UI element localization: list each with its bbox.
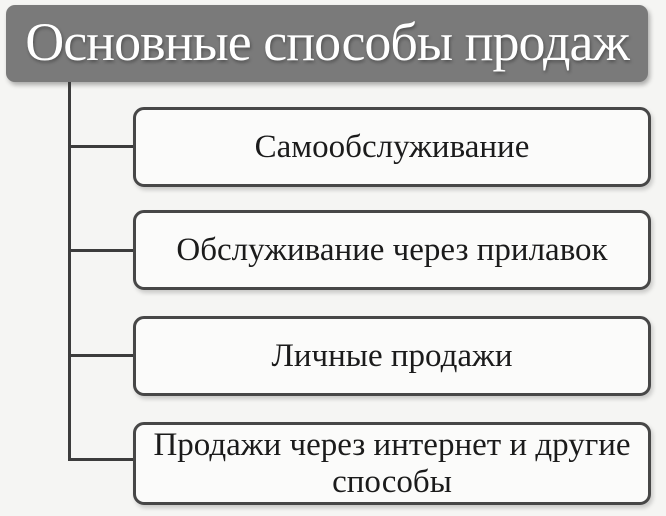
connector-trunk-line (68, 82, 71, 461)
node-internet-sales: Продажи через интернет и другие способы (133, 422, 651, 505)
diagram-title-text: Основные способы продаж (25, 11, 630, 72)
node-self-service-label: Самообслуживание (254, 128, 530, 165)
node-counter-service-label: Обслуживание через прилавок (176, 231, 608, 268)
connector-branch-4 (68, 458, 134, 461)
diagram-title-banner: Основные способы продаж (6, 5, 648, 82)
node-self-service: Самообслуживание (133, 107, 651, 187)
node-internet-sales-label: Продажи через интернет и другие способы (153, 426, 631, 500)
connector-branch-3 (68, 354, 134, 357)
node-counter-service: Обслуживание через прилавок (133, 210, 651, 290)
node-personal-sales: Личные продажи (133, 316, 651, 396)
connector-branch-1 (68, 145, 134, 148)
connector-branch-2 (68, 249, 134, 252)
node-personal-sales-label: Личные продажи (271, 337, 513, 374)
